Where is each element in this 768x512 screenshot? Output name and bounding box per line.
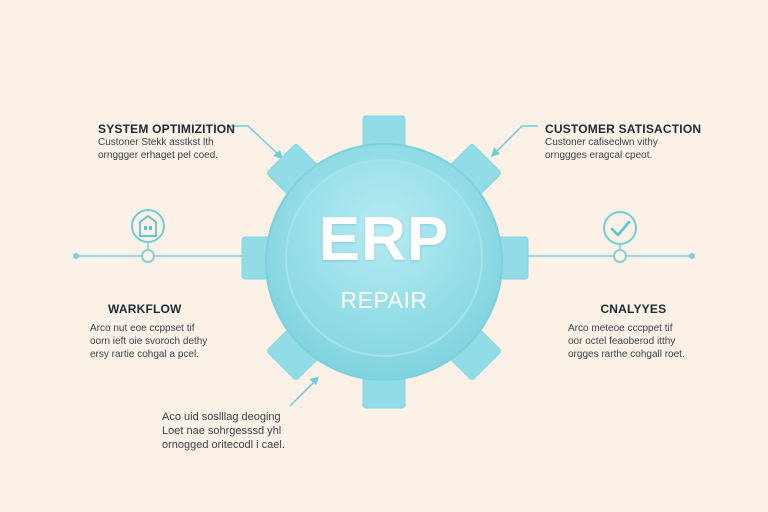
hub-title: ERP <box>318 205 450 274</box>
label-line: ornggger erhaget pel coed. <box>98 150 219 161</box>
label-title: CNALYYES <box>600 302 667 316</box>
arrow-system <box>230 125 281 157</box>
label-line: Arco meteoe cccppet tif <box>568 323 673 334</box>
label-line: orgges rarthe cohgall roet. <box>568 349 685 360</box>
hub-subtitle: REPAIR <box>340 287 428 313</box>
label-line: Custoner Stekk asstkst lth <box>98 137 214 148</box>
label-line: Custoner cafiseclwn vithy <box>545 137 658 148</box>
arrows <box>230 125 538 407</box>
label-line: Arco nut eoe ccppset tif <box>90 323 195 334</box>
label-line: Aco uid soslllag deoging <box>162 411 281 423</box>
label-line: ornogged oritecodl i cael. <box>162 439 285 451</box>
label-title: CUSTOMER SATISACTION <box>545 122 702 136</box>
label-customer-satisfaction: CUSTOMER SATISACTION Custoner cafiseclwn… <box>545 122 701 162</box>
label-title: SYSTEM OPTIMIZITION <box>98 122 236 136</box>
label-line: ersy rartie cohgal a pcel. <box>90 349 199 360</box>
left-endpoint <box>73 253 79 259</box>
label-line: ornggges eragcal cpeot. <box>545 150 653 161</box>
right-node <box>613 249 627 263</box>
arrow-customer <box>493 125 538 155</box>
label-title: WARKFLOW <box>108 302 182 316</box>
arrowheads <box>273 147 500 385</box>
left-node <box>141 249 155 263</box>
arrow-bottom <box>289 379 317 407</box>
house-icon <box>131 209 165 243</box>
label-bottom-note: Aco uid soslllag deoging Loet nae sohrge… <box>162 410 285 452</box>
right-endpoint <box>689 253 695 259</box>
label-line: oor octel feaoberod itthy <box>568 336 676 347</box>
label-line: oorn ieft oie svoroch dethy <box>90 336 208 347</box>
label-line: Loet nae sohrgesssd yhl <box>162 425 282 437</box>
label-analytics: CNALYYES Arco meteoe cccppet tif oor oct… <box>568 302 685 361</box>
label-workflow: WARKFLOW Arco nut eoe ccppset tif oorn i… <box>90 302 207 361</box>
label-system-optimization: SYSTEM OPTIMIZITION Custoner Stekk asstk… <box>98 122 235 162</box>
checkmark-icon <box>603 211 637 245</box>
gear-hub-inner <box>285 159 483 357</box>
